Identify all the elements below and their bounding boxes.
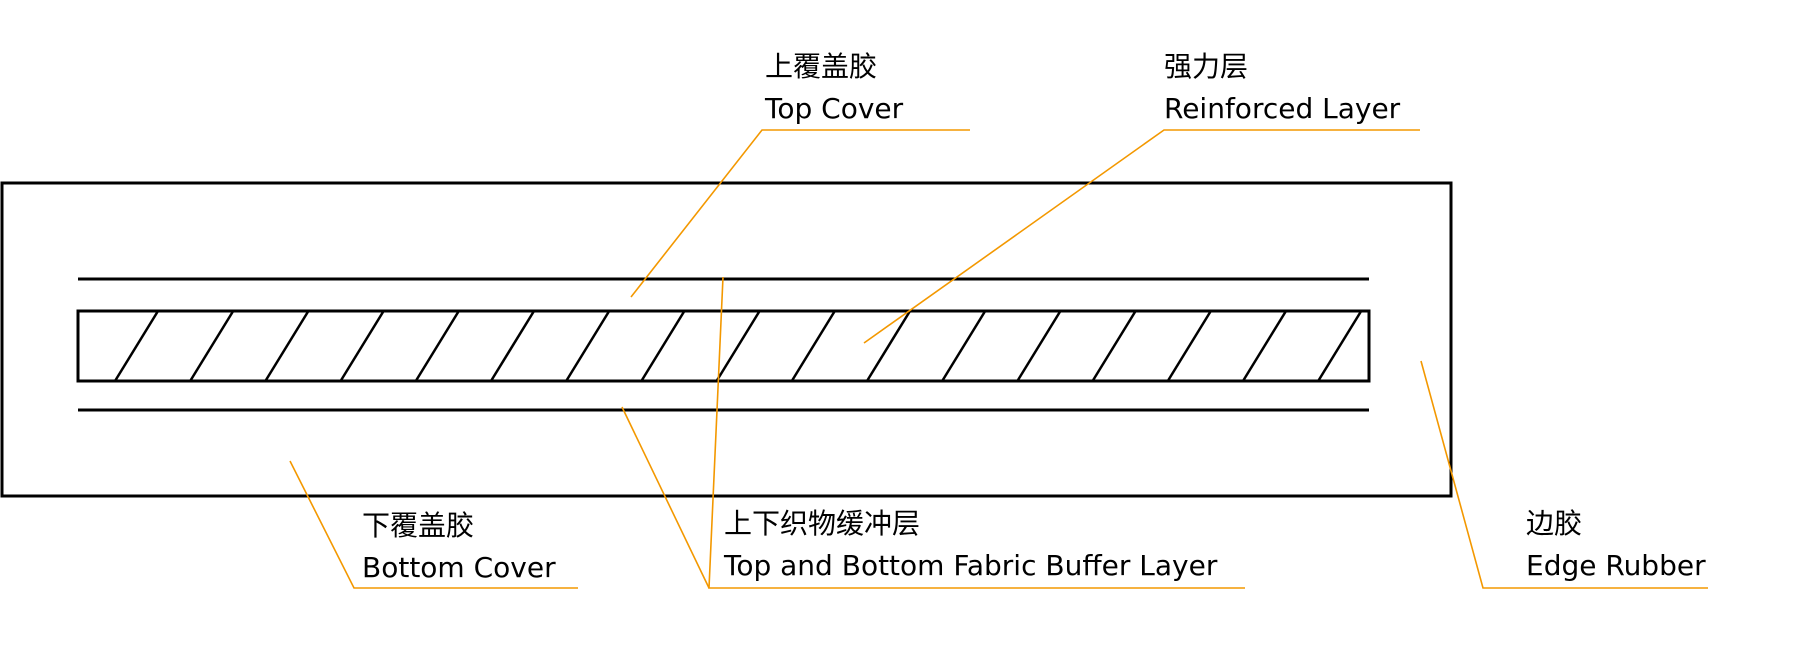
top-cover-leader <box>630 129 970 298</box>
reinforced-layer-label: 强力层 Reinforced Layer <box>1164 46 1400 130</box>
belt-outline <box>0 181 1453 498</box>
top-cover-zh: 上覆盖胶 <box>765 50 878 83</box>
edge-rubber-label: 边胶 Edge Rubber <box>1526 503 1706 587</box>
bottom-cover-en: Bottom Cover <box>362 551 556 584</box>
hatch-line <box>941 310 987 382</box>
hatch-line <box>1091 310 1137 382</box>
hatch-line <box>414 310 460 382</box>
hatch-line <box>1317 310 1363 382</box>
buffer-layer-zh: 上下织物缓冲层 <box>724 507 921 540</box>
reinforced-layer-leader <box>863 129 1420 344</box>
buffer-layer-en: Top and Bottom Fabric Buffer Layer <box>724 549 1218 582</box>
buffer-layer-leader-bottom <box>621 406 710 589</box>
hatch-line <box>865 310 912 382</box>
hatch-line <box>489 310 536 382</box>
edge-rubber-en: Edge Rubber <box>1526 549 1706 582</box>
hatch-line <box>640 310 686 382</box>
hatch-line <box>1241 310 1288 382</box>
hatch-line <box>189 310 235 382</box>
bottom-cover-zh: 下覆盖胶 <box>362 509 475 542</box>
hatch-line <box>264 310 310 382</box>
hatch-line <box>1166 310 1212 382</box>
hatch-line <box>715 310 761 382</box>
reinforced-layer-zh: 强力层 <box>1164 50 1249 83</box>
edge-rubber-leader <box>1420 360 1708 589</box>
reinforced-hatching <box>113 310 1363 382</box>
hatch-line <box>790 310 836 382</box>
bottom-cover-leader <box>289 460 578 589</box>
top-cover-en: Top Cover <box>765 92 904 125</box>
top-cover-label: 上覆盖胶 Top Cover <box>765 46 903 130</box>
hatch-line <box>565 310 611 382</box>
edge-rubber-zh: 边胶 <box>1526 507 1583 540</box>
bottom-cover-label: 下覆盖胶 Bottom Cover <box>362 505 556 589</box>
hatch-line <box>113 310 160 382</box>
hatch-line <box>1016 310 1062 382</box>
hatch-line <box>339 310 385 382</box>
buffer-layer-label: 上下织物缓冲层 Top and Bottom Fabric Buffer Lay… <box>724 503 1217 587</box>
reinforced-layer-en: Reinforced Layer <box>1164 92 1401 125</box>
reinforced-layer <box>76 309 1371 383</box>
